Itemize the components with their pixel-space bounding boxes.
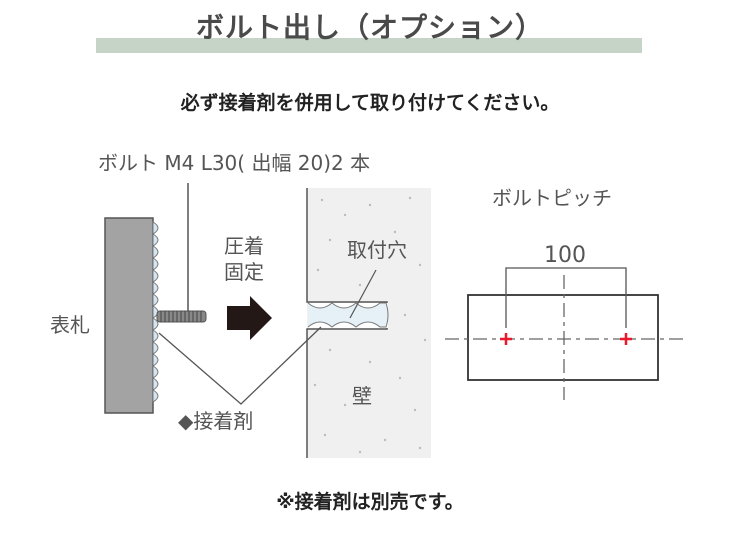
bolt-pitch-diagram: ボルトピッチ 100 <box>445 186 683 400</box>
nameplate-label: 表札 <box>50 313 90 337</box>
nameplate-graphic <box>104 217 159 414</box>
press-label-line1: 圧着 <box>224 234 264 258</box>
title-underline-bar <box>96 38 642 53</box>
page-title: ボルト出し（オプション） <box>195 11 544 44</box>
wall-graphic <box>306 188 431 458</box>
bolt-label: ボルト M4 L30( 出幅 20)2 本 <box>98 151 370 175</box>
press-arrow-icon <box>227 296 272 340</box>
pitch-title: ボルトピッチ <box>492 186 612 210</box>
bolt-position-marker-left <box>500 333 512 345</box>
adhesive-notice: 必ず接着剤を併用して取り付けてください。 <box>180 92 560 114</box>
hole-label: 取付穴 <box>347 238 407 262</box>
wall-label: 壁 <box>352 384 372 408</box>
pitch-dimension: 100 <box>544 243 586 268</box>
press-label-line2: 固定 <box>224 260 264 284</box>
bolt-position-marker-right <box>620 333 632 345</box>
adhesive-sold-separately-note: ※接着剤は別売です。 <box>276 491 464 513</box>
adhesive-label: ◆接着剤 <box>178 409 253 433</box>
bolt-graphic <box>156 310 207 323</box>
